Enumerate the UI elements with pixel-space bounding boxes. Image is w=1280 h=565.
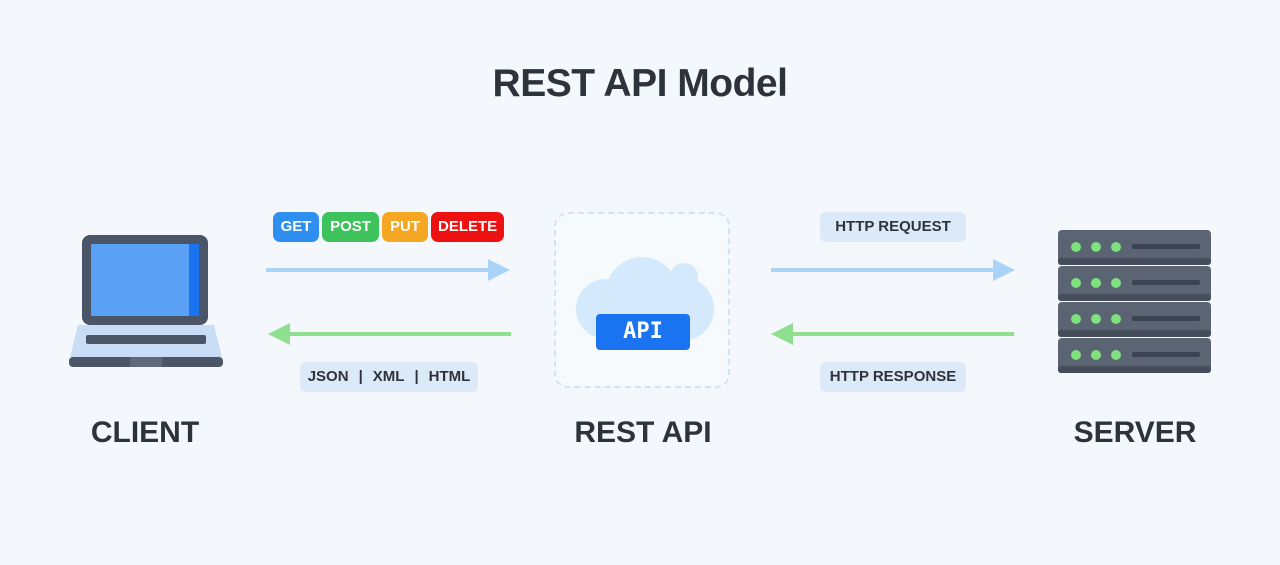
separator-icon: | [358,368,363,385]
server-response-arrow [771,323,1014,345]
http-response-label: HTTP RESPONSE [820,362,966,392]
method-get-badge: GET [273,212,319,242]
server-label: SERVER [1073,416,1197,449]
response-formats: JSON | XML | HTML [300,362,478,392]
client-label: CLIENT [90,416,200,449]
http-request-label: HTTP REQUEST [820,212,966,242]
client-response-arrow [268,323,511,345]
client-request-arrow [266,259,510,281]
api-badge: API [596,314,690,350]
format-json: JSON [307,368,349,385]
http-methods: GET POST PUT DELETE [273,212,504,242]
method-put-badge: PUT [382,212,428,242]
diagram-title: REST API Model [492,62,788,105]
server-request-arrow [771,259,1015,281]
format-html: HTML [428,368,471,385]
api-label: REST API [574,416,712,449]
format-xml: XML [372,368,405,385]
method-post-badge: POST [322,212,379,242]
method-delete-badge: DELETE [431,212,504,242]
separator-icon: | [414,368,419,385]
server-rack-icon [1058,230,1211,373]
laptop-icon [69,235,223,367]
